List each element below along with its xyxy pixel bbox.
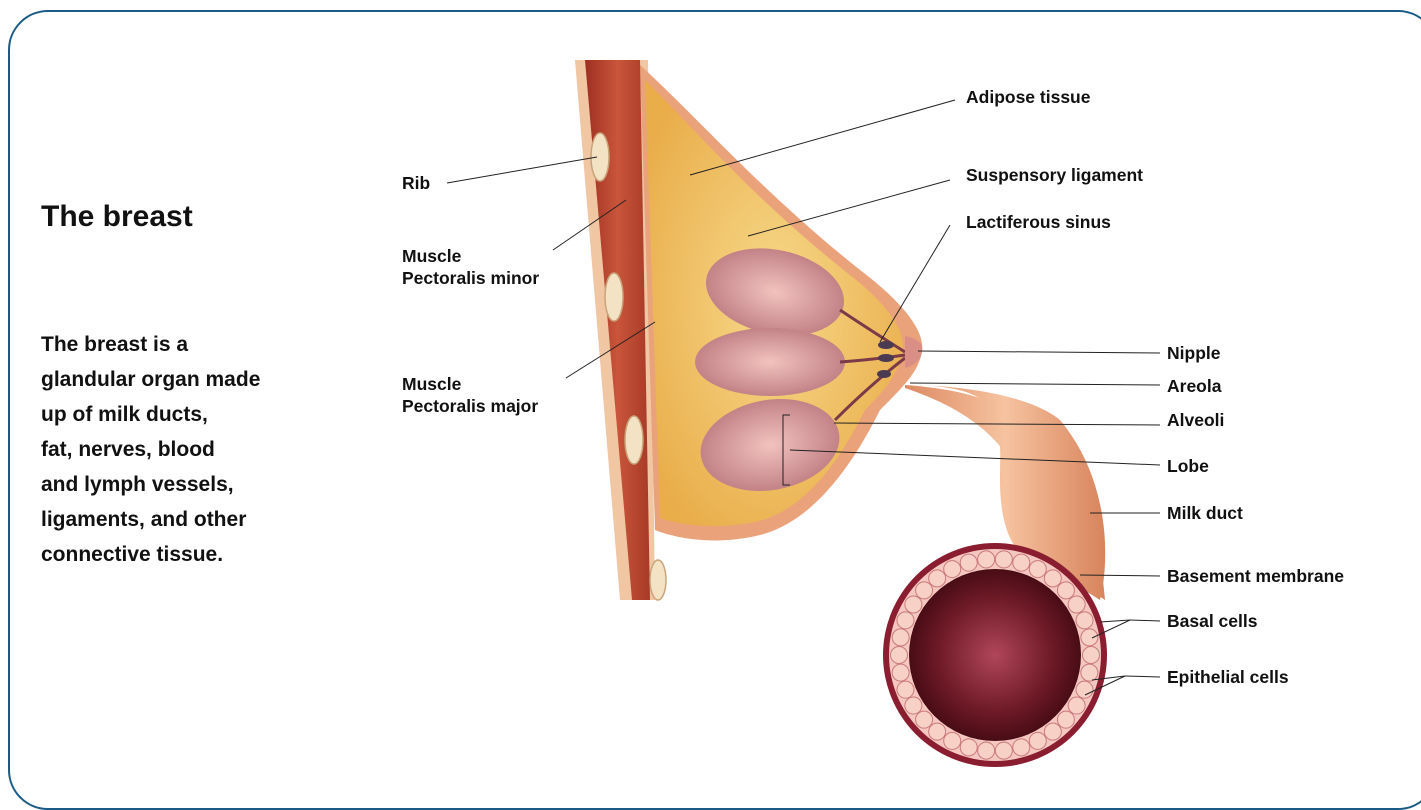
label-lactiferous-sinus: Lactiferous sinus [966, 211, 1111, 233]
label-muscle-pectoralis-major: Muscle Pectoralis major [402, 373, 538, 417]
label-alveoli: Alveoli [1167, 409, 1224, 431]
label-milk-duct: Milk duct [1167, 502, 1243, 524]
label-adipose-tissue: Adipose tissue [966, 86, 1090, 108]
label-line: Pectoralis minor [402, 268, 539, 288]
label-lobe: Lobe [1167, 455, 1209, 477]
label-line: Pectoralis major [402, 396, 538, 416]
label-rib: Rib [402, 172, 430, 194]
label-suspensory-ligament: Suspensory ligament [966, 164, 1143, 186]
label-epithelial-cells: Epithelial cells [1167, 666, 1289, 688]
label-basement-membrane: Basement membrane [1167, 565, 1344, 587]
label-muscle-pectoralis-minor: Muscle Pectoralis minor [402, 245, 539, 289]
label-line: Muscle [402, 374, 461, 394]
label-basal-cells: Basal cells [1167, 610, 1257, 632]
label-nipple: Nipple [1167, 342, 1220, 364]
label-line: Muscle [402, 246, 461, 266]
label-areola: Areola [1167, 375, 1221, 397]
